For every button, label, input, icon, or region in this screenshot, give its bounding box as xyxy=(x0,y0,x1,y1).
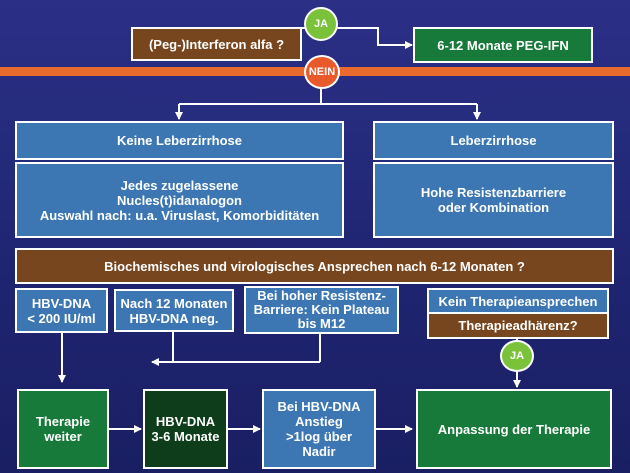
interferon-question-box: (Peg-)Interferon alfa ? xyxy=(131,27,302,61)
response-question-box: Biochemisches und virologisches Ansprech… xyxy=(15,248,614,284)
adjust-therapy-box: Anpassung der Therapie xyxy=(416,389,612,469)
therapy-continue-box: Therapie weiter xyxy=(17,389,109,469)
ja-badge-top: JA xyxy=(304,7,338,41)
cirrhosis-header: Leberzirrhose xyxy=(373,121,614,160)
high-barrier-box: Bei hoher Resistenz- Barriere: Kein Plat… xyxy=(244,286,399,334)
hbv-monitor-box: HBV-DNA 3-6 Monate xyxy=(143,389,228,469)
hbv-low-box: HBV-DNA < 200 IU/ml xyxy=(15,288,108,333)
interferon-question-text: (Peg-)Interferon alfa ? xyxy=(148,36,285,52)
pegifn-result-text: 6-12 Monate PEG-IFN xyxy=(437,37,569,53)
pegifn-result-box: 6-12 Monate PEG-IFN xyxy=(413,27,593,63)
ja-badge-adherence: JA xyxy=(500,340,534,372)
cirrhosis-body: Hohe Resistenzbarriere oder Kombination xyxy=(373,162,614,238)
adherence-box: Therapieadhärenz? xyxy=(427,312,609,339)
no-cirrhosis-body: Jedes zugelassene Nucles(t)idanalogon Au… xyxy=(15,162,344,238)
arrow-ja-to-pegifn xyxy=(302,27,413,49)
no-cirrhosis-header: Keine Leberzirrhose xyxy=(15,121,344,160)
no-response-box: Kein Therapieansprechen xyxy=(427,288,609,314)
nein-badge: NEIN xyxy=(304,55,340,89)
after-12-months-box: Nach 12 Monaten HBV-DNA neg. xyxy=(114,289,234,332)
hbv-rise-box: Bei HBV-DNA Anstieg >1log über Nadir xyxy=(262,389,376,469)
